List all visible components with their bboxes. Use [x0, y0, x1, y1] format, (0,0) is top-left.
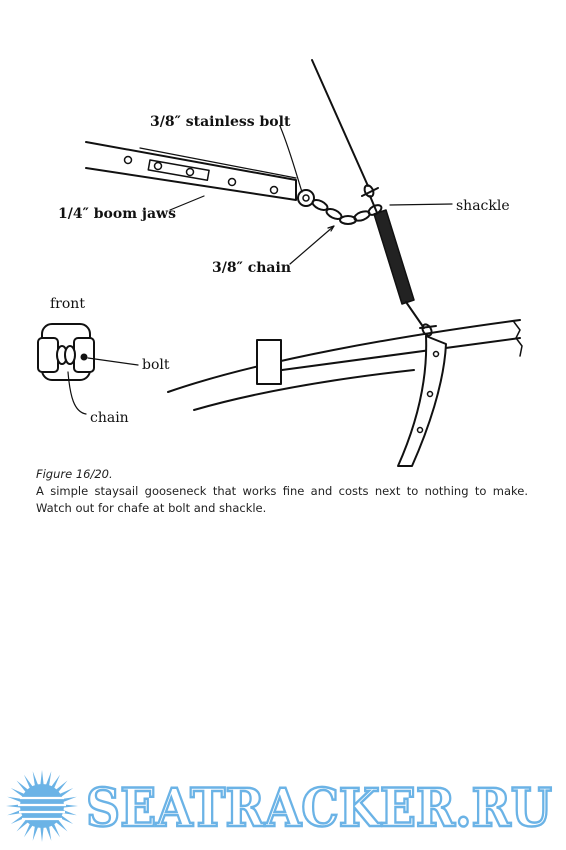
sun-ray — [10, 788, 26, 798]
sun-ray — [40, 825, 44, 842]
label-stainless-bolt: 3/8″ stainless bolt — [150, 114, 291, 130]
label-front: front — [50, 296, 85, 312]
bowsprit — [167, 319, 521, 393]
sun-ray — [40, 770, 44, 787]
sun-ray — [60, 809, 77, 816]
bottom-shackle — [421, 323, 433, 337]
caption-text: A simple staysail gooseneck that works f… — [36, 484, 528, 515]
post — [256, 339, 282, 385]
sun-ray — [58, 788, 74, 798]
turnbuckle — [373, 209, 415, 305]
sun-ray — [16, 780, 30, 794]
sun-ray — [24, 774, 34, 790]
sun-ray — [60, 796, 77, 803]
forestay-wire — [311, 59, 369, 187]
sun-ray — [7, 796, 24, 803]
top-shackle — [363, 184, 375, 198]
sun-ray — [50, 822, 60, 838]
sun-ray — [54, 780, 68, 794]
caption-title: Figure 16/20. — [36, 467, 113, 481]
label-bolt: bolt — [142, 357, 170, 373]
sun-ray — [24, 822, 34, 838]
sun-ray — [58, 814, 74, 824]
boom-jaws — [147, 159, 210, 182]
sun-ray — [50, 774, 60, 790]
watermark-text: SEATRACKER.RU — [86, 778, 552, 839]
stem-fitting — [397, 335, 447, 467]
label-boom-jaws: 1/4″ boom jaws — [58, 206, 176, 222]
label-shackle: shackle — [456, 198, 510, 214]
sun-ray — [32, 824, 39, 841]
sun-ray — [45, 824, 52, 841]
sun-ray — [32, 771, 39, 788]
sun-logo — [6, 770, 78, 842]
label-chain: 3/8″ chain — [212, 260, 291, 276]
chain — [311, 199, 383, 225]
sun-ray — [7, 809, 24, 816]
figure-caption: Figure 16/20. A simple staysail goosenec… — [36, 466, 528, 517]
sun-ray — [54, 818, 68, 832]
label-chain-detail: chain — [90, 410, 129, 426]
sun-ray — [10, 814, 26, 824]
seatracker-watermark: SEATRACKER.RU — [6, 770, 553, 842]
gooseneck-illustration: 3/8″ stainless bolt 1/4″ boom jaws 3/8″ … — [37, 59, 523, 467]
sun-ray — [45, 771, 52, 788]
sun-ray — [16, 818, 30, 832]
staysail-boom — [85, 141, 297, 201]
stainless-bolt — [297, 189, 315, 207]
